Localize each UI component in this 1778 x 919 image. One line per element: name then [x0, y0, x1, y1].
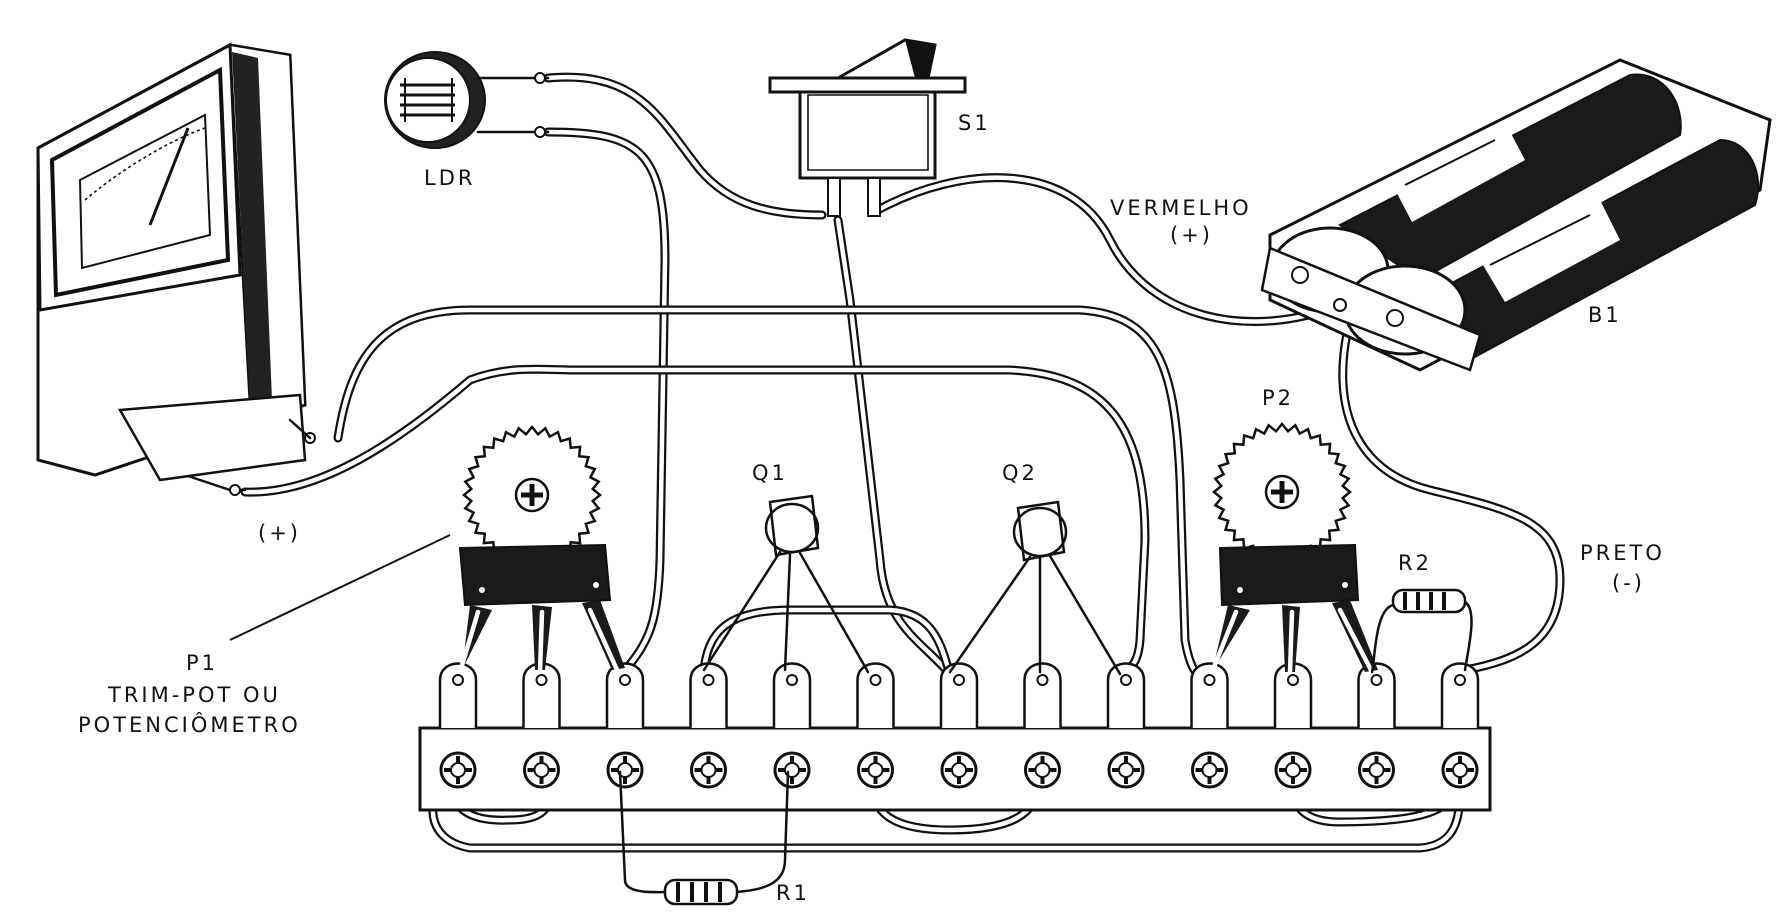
label-preto: PRETO — [1580, 541, 1665, 565]
ldr-photoresistor — [384, 51, 550, 149]
lug-hole — [535, 674, 548, 686]
terminal-lug — [1357, 662, 1396, 728]
label-trimpot-line1: TRIM-POT OU — [107, 683, 281, 707]
lug-hole — [1370, 674, 1383, 686]
eyelet — [857, 751, 894, 789]
lug-hole — [1454, 674, 1466, 686]
lug-hole — [1287, 674, 1299, 686]
terminal-lug — [689, 662, 728, 728]
eyelet — [439, 751, 477, 789]
eyelet — [1191, 751, 1228, 789]
trimpot-slot — [1271, 481, 1293, 503]
terminal-lug — [605, 662, 645, 728]
label-vermelho: VERMELHO — [1110, 196, 1252, 220]
trimpot-p1 — [457, 425, 625, 675]
label-p1: P1 — [186, 651, 218, 675]
terminal-lug — [856, 662, 895, 728]
label-meter-plus: (+) — [258, 521, 301, 545]
terminal-lug — [1190, 662, 1229, 728]
trimpot-slot — [521, 484, 543, 506]
wire-ldr-to-strip — [543, 127, 670, 673]
eyelet — [773, 751, 811, 789]
label-r1: R1 — [776, 881, 810, 905]
eyelet — [1358, 751, 1395, 789]
resistor-r1 — [618, 770, 790, 906]
eyelet — [523, 751, 560, 789]
label-red-plus: (+) — [1170, 223, 1213, 247]
wire-meter-to-strip-long — [333, 305, 1218, 687]
meter-terminal-plus — [229, 484, 241, 496]
resistor-r2 — [1370, 588, 1473, 674]
trimpot-p2 — [1209, 422, 1378, 675]
eyelet — [1024, 751, 1061, 789]
lug-hole — [702, 674, 715, 686]
lug-hole — [869, 674, 882, 686]
analog-meter — [36, 42, 316, 496]
p1-leader-line — [229, 534, 451, 641]
lug-hole — [452, 674, 464, 686]
wires — [240, 72, 1565, 853]
terminal-lug — [1440, 662, 1480, 728]
label-q2: Q2 — [1002, 461, 1038, 485]
eyelet — [940, 751, 978, 789]
switch-s1 — [768, 38, 967, 217]
terminal-strip — [418, 662, 1492, 812]
meter-needle — [148, 127, 190, 226]
lug-hole — [1036, 674, 1049, 686]
transistor-q1 — [702, 494, 870, 674]
eyelet — [606, 751, 644, 789]
label-q1: Q1 — [752, 461, 788, 485]
label-r2: R2 — [1398, 551, 1432, 575]
wire-switch-to-strip — [833, 215, 953, 677]
label-ldr: LDR — [424, 166, 475, 190]
lug-hole — [786, 674, 798, 686]
eyelet — [1441, 751, 1479, 789]
terminal-lug — [438, 662, 478, 728]
eyelet — [690, 751, 727, 789]
wire-meter-plus-to-strip — [240, 364, 1150, 677]
wire-jumper-q1 — [699, 605, 953, 675]
lug-hole — [619, 674, 631, 686]
battery-holder-b1 — [1260, 58, 1772, 372]
terminal-lug — [1023, 662, 1062, 728]
label-black-minus: (-) — [1612, 571, 1645, 595]
terminal-lug — [1273, 662, 1313, 728]
label-p2: P2 — [1262, 386, 1294, 410]
lug-hole — [953, 674, 965, 686]
transistor-q2 — [948, 500, 1122, 676]
wire-battery-to-strip-black — [1338, 315, 1565, 675]
labels: LDR S1 VERMELHO (+) B1 P2 Q1 Q2 R2 PRETO… — [78, 111, 1665, 905]
terminal-lug — [1106, 662, 1146, 728]
terminal-lug — [772, 662, 812, 728]
wire-ldr-to-switch — [543, 72, 827, 220]
lug-hole — [1120, 674, 1132, 686]
label-b1: B1 — [1588, 303, 1622, 327]
terminal-lug — [939, 662, 979, 728]
label-trimpot-line2: POTENCIÔMETRO — [78, 712, 301, 737]
wire-switch-to-battery — [873, 173, 1345, 326]
label-s1: S1 — [958, 111, 991, 135]
lug-hole — [1203, 674, 1216, 686]
eyelet — [1274, 751, 1312, 789]
eyelet — [1107, 751, 1145, 789]
